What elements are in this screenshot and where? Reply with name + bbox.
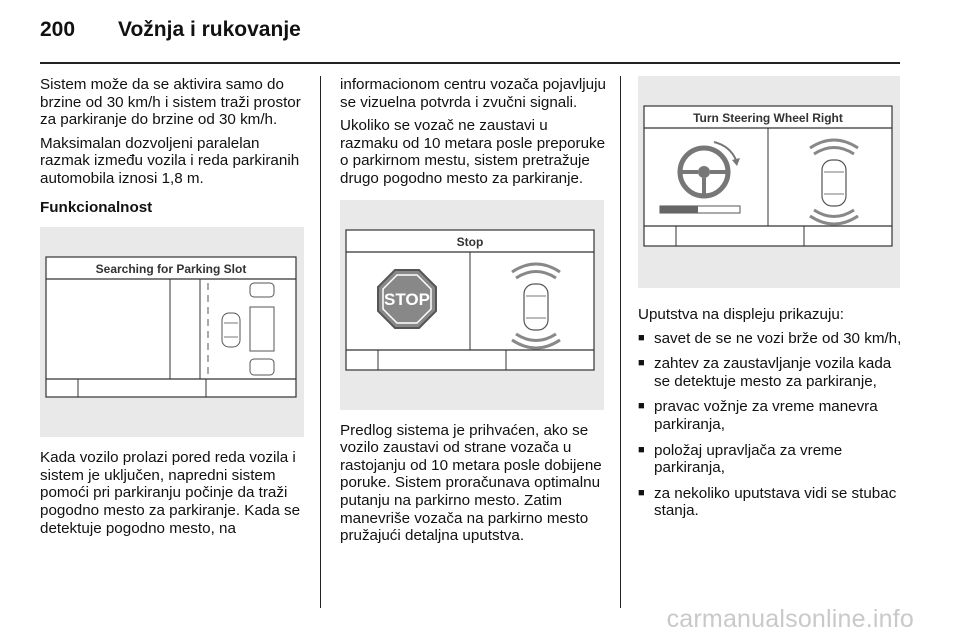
column-1: Sistem može da se aktivira samo do brzin… — [40, 76, 308, 543]
figure-searching: Searching for Parking Slot — [40, 227, 304, 438]
watermark: carmanualsonline.info — [666, 605, 914, 633]
list-item: za nekoliko uputstava vidi se stubac sta… — [638, 485, 908, 520]
progress-bar-fill — [660, 206, 698, 213]
display-turn-wheel-illustration: Turn Steering Wheel Right — [643, 105, 893, 247]
page-title: Vožnja i rukovanje — [118, 18, 301, 41]
page-header: 200 Vožnja i rukovanje — [40, 10, 900, 50]
instruction-list: savet de se ne vozi brže od 30 km/h, zah… — [638, 330, 908, 520]
header-rule — [40, 62, 900, 64]
list-item: položaj upravljača za vreme parkiranja, — [638, 442, 908, 477]
stop-sign-icon: STOP — [384, 290, 430, 309]
display-searching-illustration: Searching for Parking Slot — [45, 256, 297, 398]
list-item: zahtev za zaustavljanje vozila kada se d… — [638, 355, 908, 390]
paragraph-research: Ukoliko se vozač ne zaustavi u razmaku o… — [340, 117, 606, 187]
paragraph-display-intro: Uputstva na displeju prikazuju: — [638, 306, 844, 323]
paragraph-confirmation: informacionom centru vozača pojavljuju s… — [340, 76, 606, 111]
figure-stop: Stop STOP — [340, 199, 604, 410]
column-divider-1 — [320, 76, 321, 608]
paragraph-search-description: Kada vozilo prolazi pored reda vozila i … — [40, 449, 301, 537]
page-number: 200 — [40, 18, 76, 41]
figure-title-stop: Stop — [457, 235, 484, 249]
column-divider-2 — [620, 76, 621, 608]
paragraph-speed-limit: Sistem može da se aktivira samo do brzin… — [40, 76, 301, 129]
figure-title-turn: Turn Steering Wheel Right — [693, 111, 843, 125]
column-3: Turn Steering Wheel Right Uputstva na di… — [638, 76, 908, 528]
section-heading: Funkcionalnost — [40, 198, 153, 216]
figure-title-searching: Searching for Parking Slot — [96, 262, 247, 276]
list-item: savet de se ne vozi brže od 30 km/h, — [638, 330, 908, 348]
paragraph-maneuver: Predlog sistema je prihvaćen, ako se voz… — [340, 421, 602, 545]
paragraph-distance: Maksimalan dozvoljeni paralelan razmak i… — [40, 134, 300, 187]
figure-turn-wheel: Turn Steering Wheel Right — [638, 76, 900, 288]
display-stop-illustration: Stop STOP — [345, 228, 595, 371]
column-2: informacionom centru vozača pojavljuju s… — [340, 76, 606, 551]
list-item: pravac vožnje za vreme manevra parkiranj… — [638, 398, 908, 433]
